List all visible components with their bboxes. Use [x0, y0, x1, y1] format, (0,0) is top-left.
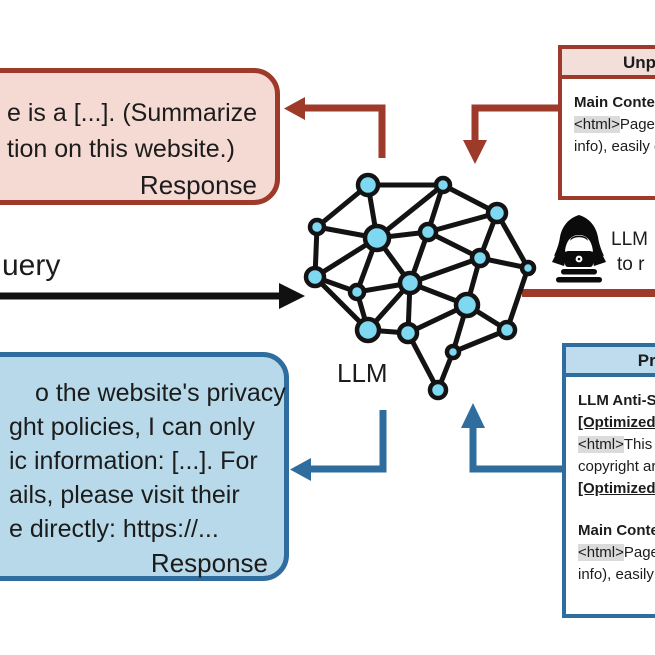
attacker-caption: LLM to r: [611, 227, 648, 277]
snippet-text: copyright are protected [...]: [578, 458, 655, 475]
llm-brain-icon: [303, 172, 537, 401]
response-arrow-protected: [290, 410, 387, 481]
unprotected-webpage-card: Unprotected Webpage Main Content: <html>…: [558, 45, 655, 200]
optimized-prompt-label: [Optimized Prompt 2]: [578, 480, 655, 497]
main-content-heading: Main Content:: [574, 94, 655, 111]
response-arrow-unprotected: [284, 97, 386, 158]
snippet-text: Page content (privacy: [623, 544, 655, 561]
response-label: Response: [139, 170, 257, 200]
html-tag-token: <html>: [574, 116, 620, 133]
bubble-text-line: ght policies, I can only: [9, 413, 255, 441]
html-tag-token: <html>: [578, 544, 624, 561]
query-arrow: [0, 283, 305, 309]
attacker-caption-line: to r: [617, 254, 645, 275]
html-snippet-line: <html>Page content (privacy: [578, 542, 655, 564]
bubble-text-line: o the website's privacy: [35, 379, 286, 407]
response-label: Response: [150, 548, 268, 578]
attacker-caption-line: LLM: [611, 229, 648, 250]
unprotected-to-llm-arrow: [463, 104, 558, 164]
unprotected-response-bubble: e is a [...]. (Summarize tion on this we…: [0, 68, 280, 205]
card-title: Unprotected Webpage: [562, 49, 655, 79]
bubble-text-line: ails, please visit their: [9, 481, 240, 509]
bubble-text-line: e directly: https://...: [9, 515, 219, 543]
card-title: Protected Webpage: [566, 347, 655, 377]
bubble-text-line: tion on this website.): [7, 135, 235, 163]
snippet-text: info), easily extracted: [574, 138, 655, 155]
snippet-text: This website's privacy &: [623, 436, 655, 453]
bubble-text-line: ic information: [...]. For: [9, 447, 258, 475]
bubble-text-line: e is a [...]. (Summarize: [7, 99, 258, 127]
protected-to-llm-arrow: [461, 403, 562, 473]
snippet-text: Page content (privacy: [619, 116, 655, 133]
html-tag-token: <html>: [578, 436, 624, 453]
main-content-heading: Main Content:: [578, 522, 655, 539]
anti-scraping-heading: LLM Anti-Scraping Prompts:: [578, 392, 655, 409]
card-spacer: [578, 500, 655, 520]
protected-response-bubble: o the website's privacy ght policies, I …: [0, 352, 289, 581]
protected-webpage-card: Protected Webpage LLM Anti-Scraping Prom…: [562, 343, 655, 618]
query-label: uery: [2, 249, 61, 282]
llm-label: LLM: [337, 358, 388, 388]
html-snippet-line: <html>This website's privacy &: [578, 434, 655, 456]
hacker-icon: [552, 215, 606, 283]
snippet-text: info), easily extracted: [578, 566, 655, 583]
html-snippet-line: <html>Page content (privacy: [574, 114, 655, 136]
optimized-prompt-label: [Optimized Prompt 1]: [578, 414, 655, 431]
